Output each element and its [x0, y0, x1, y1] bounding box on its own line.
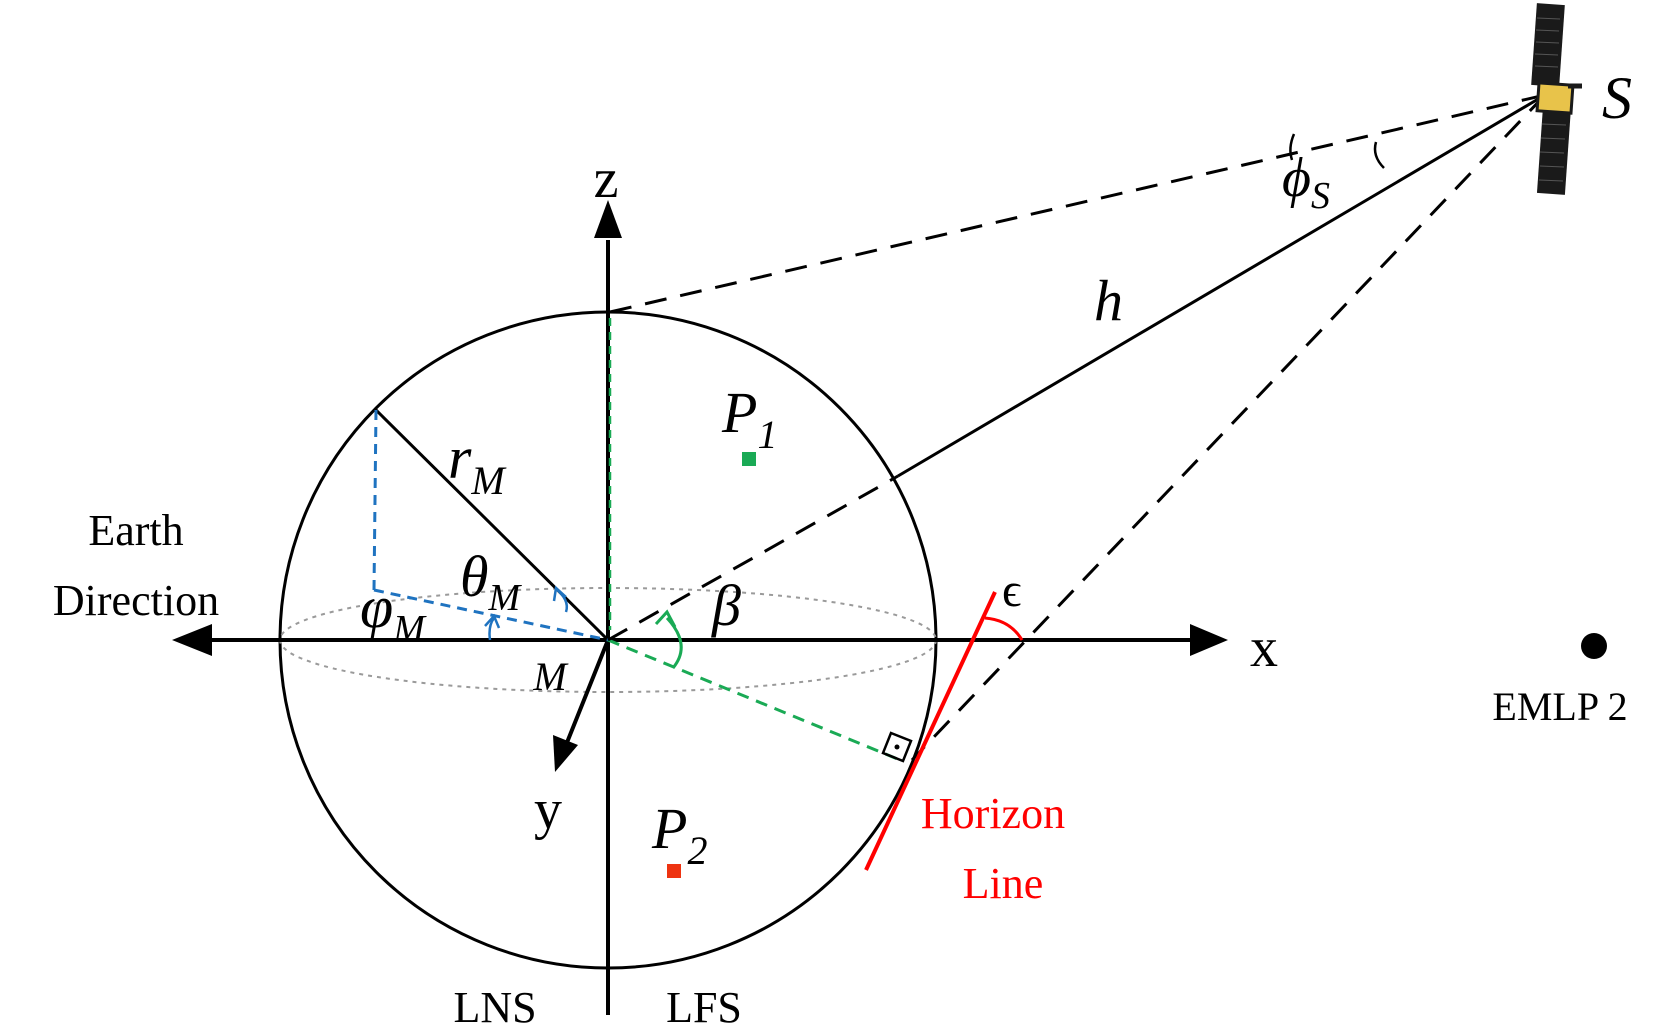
satellite-tangent-dashed	[910, 93, 1547, 762]
x-axis-label: x	[1250, 617, 1278, 679]
earth-direction-label-line2: Direction	[53, 576, 219, 625]
radius-horizontal-projection	[373, 588, 609, 642]
radius-line	[374, 408, 610, 642]
beta-label: β	[711, 573, 741, 638]
point-2-marker	[667, 864, 681, 878]
horizon-label-line2: Line	[963, 859, 1044, 908]
radius-label: rM	[448, 425, 507, 503]
right-angle-marker	[881, 731, 913, 763]
lagrange-point-label: EMLP 2	[1492, 684, 1627, 729]
beta-arc-tip	[654, 609, 677, 628]
phi-s-label: ϕS	[1282, 147, 1330, 217]
far-side-label: LFS	[666, 983, 742, 1031]
satellite-top-dashed	[609, 93, 1546, 314]
epsilon-label: ϵ	[1002, 564, 1021, 617]
earth-direction-arrowhead	[172, 624, 212, 656]
horizon-line	[864, 591, 997, 871]
earth-direction-label-line1: Earth	[88, 506, 183, 555]
y-axis-arrowhead	[553, 735, 578, 772]
satellite-line-inside	[607, 474, 899, 642]
lagrange-point-dot	[1581, 633, 1607, 659]
satellite-label: S	[1602, 65, 1632, 131]
phi-arc-tip	[484, 613, 501, 629]
altitude-label: h	[1094, 268, 1123, 333]
radius-vertical-projection	[372, 409, 378, 591]
point-2-label: P2	[651, 796, 707, 873]
z-axis-label: z	[594, 148, 619, 210]
altitude-line	[897, 93, 1546, 478]
tangent-radius-dashed	[607, 638, 901, 762]
horizon-label-line1: Horizon	[921, 789, 1065, 838]
phi-s-arc	[1373, 141, 1385, 169]
satellite-icon	[1531, 3, 1582, 195]
y-axis	[564, 639, 610, 746]
phi-s-tick	[1289, 133, 1296, 161]
x-axis-arrowhead	[1190, 624, 1228, 656]
phi-arc	[488, 617, 496, 641]
theta-arc-tip	[552, 585, 567, 602]
point-1-label: P1	[721, 380, 777, 457]
z-axis-arrowhead	[594, 200, 622, 238]
epsilon-arc	[984, 616, 1024, 641]
beta-arc	[665, 616, 683, 669]
moon-center-label: M	[532, 654, 569, 699]
phi-label: φM	[360, 574, 427, 650]
y-axis-label: y	[534, 779, 562, 841]
point-1-marker	[742, 452, 756, 466]
theta-label: θM	[460, 544, 523, 619]
near-side-label: LNS	[453, 983, 536, 1031]
